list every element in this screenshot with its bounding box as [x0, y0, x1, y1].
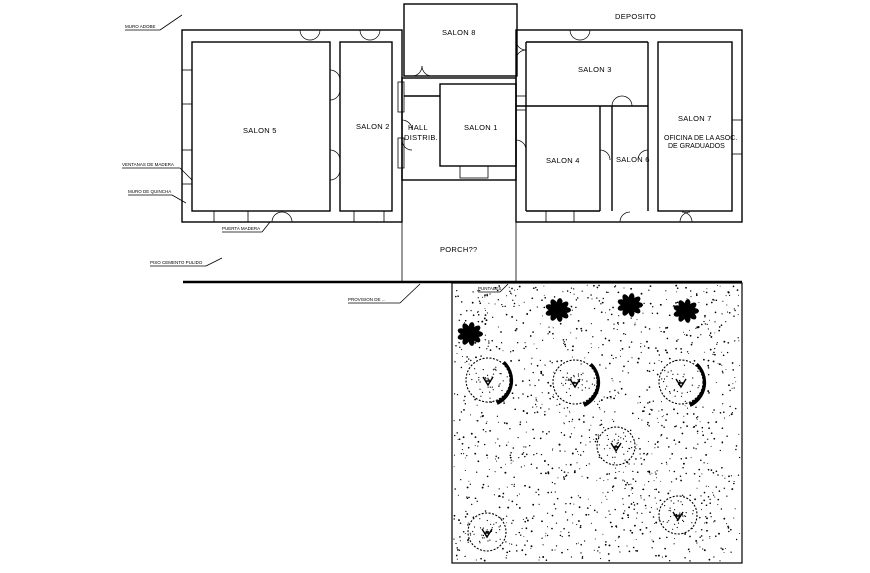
room-label-salon2: SALON 2: [356, 122, 390, 131]
room-label-salon7: SALON 7: [678, 114, 712, 123]
room-label-porch: PORCH??: [440, 245, 478, 254]
shrub-3: [617, 293, 643, 317]
porch-outline: [401, 222, 517, 282]
note-provision: PROVISION DE ...: [348, 297, 386, 302]
doors: [271, 29, 693, 223]
tree-1: [465, 357, 514, 405]
shrub-1: [457, 322, 483, 346]
windows: [181, 69, 743, 223]
garden-shrubs: [457, 293, 699, 346]
garden-trees: [465, 357, 707, 552]
room-label-salon1: SALON 1: [464, 123, 498, 132]
note-piso-cemento: PISO CEMENTO PULIDO: [150, 260, 203, 265]
note-puerta-madera: PUERTA MADERA: [222, 226, 260, 231]
room-label-distrib: DISTRIB.: [404, 133, 438, 142]
room-label-oficina-2: DE GRADUADOS: [668, 143, 725, 150]
shrub-4: [673, 299, 699, 323]
annotations: MURO ADOBE VENTANAS DE MADERA MURO DE QU…: [122, 14, 509, 304]
note-muro-adobe: MURO ADOBE: [125, 24, 156, 29]
room-label-salon5: SALON 5: [243, 126, 277, 135]
right-block-walls: [515, 29, 743, 223]
note-muro-quincha: MURO DE QUINCHA: [128, 189, 171, 194]
tree-6: [467, 512, 507, 552]
tree-4: [596, 426, 636, 466]
note-puntales: PUNTALES: [478, 286, 501, 291]
room-label-salon3: SALON 3: [578, 65, 612, 74]
tree-2: [552, 359, 601, 407]
garden-area: [451, 282, 743, 564]
room-label-salon8: SALON 8: [442, 28, 476, 37]
note-ventanas: VENTANAS DE MADERA: [122, 162, 174, 167]
room-label-hall: HALL: [408, 123, 428, 132]
tree-5: [658, 495, 698, 535]
room-label-deposito: DEPOSITO: [615, 12, 656, 21]
shrub-2: [545, 298, 571, 322]
room-label-salon6: SALON 6: [616, 155, 650, 164]
tree-3: [658, 359, 707, 407]
room-label-salon4: SALON 4: [546, 156, 580, 165]
room-label-oficina-1: OFICINA DE LA ASOC.: [664, 135, 737, 142]
salon8-walls: [403, 3, 518, 77]
